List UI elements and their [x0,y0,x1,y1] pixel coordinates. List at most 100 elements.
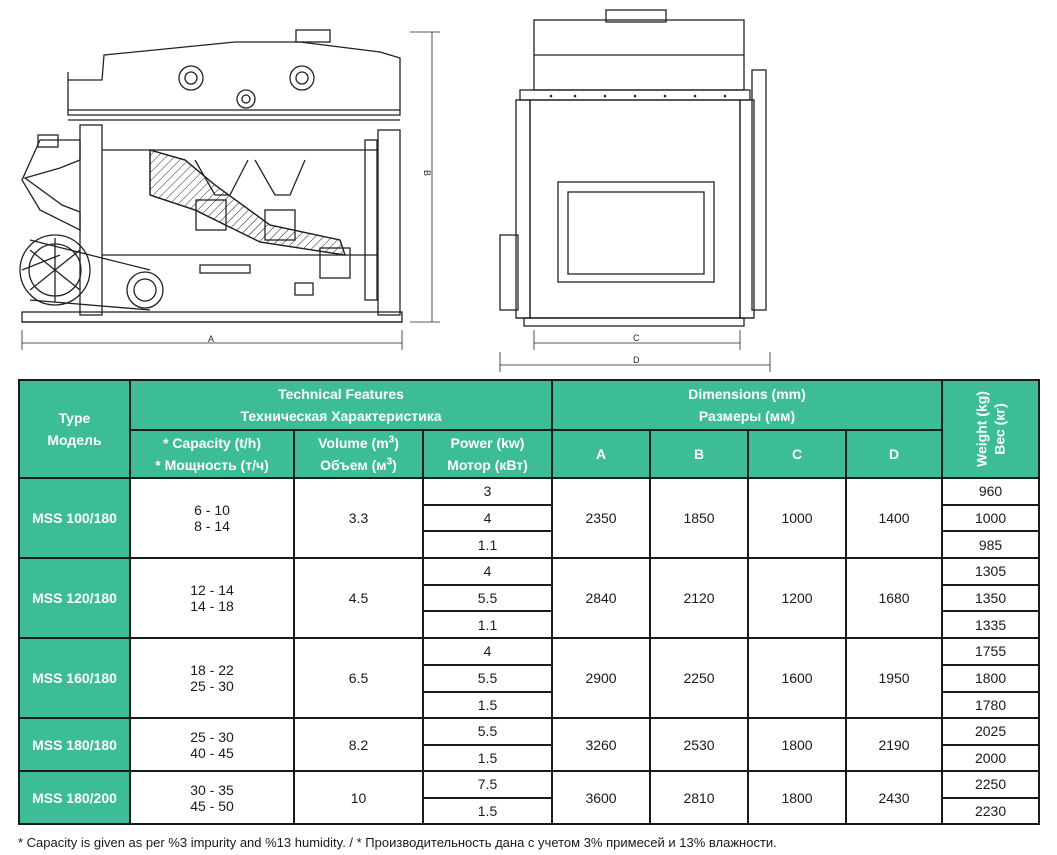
volume-cell: 3.3 [293,476,424,560]
dim-c-cell: 1800 [747,717,848,773]
type-header: Type Модель [18,379,131,479]
dim-d-cell: 2430 [845,770,944,826]
power-cell: 3 [421,477,554,506]
dim-a-cell: 2350 [551,476,652,560]
model-cell: MSS 180/180 [18,717,131,773]
capacity-value: 25 - 30 [190,678,234,695]
table-row: 4 1000 [19,503,1041,533]
weight-cell: 2230 [941,796,1041,826]
power-cell: 4 [421,637,554,666]
power-cell: 1.1 [421,610,554,640]
dim-b-cell: 1850 [649,476,750,560]
power-cell: 4 [421,557,554,586]
weight-cell: 1350 [941,583,1041,613]
weight-cell: 2025 [941,717,1041,746]
dimension-b-label: B [422,170,432,176]
capacity-value: 12 - 14 [190,582,234,599]
volume-cell: 8.2 [293,717,424,773]
dim-d-cell: 1400 [845,476,944,560]
model-cell: MSS 120/180 [18,557,131,640]
capacity-value: 45 - 50 [190,797,234,814]
technical-features-header: Technical Features Техническая Характери… [128,379,554,431]
capacity-value: 6 - 10 [194,502,230,519]
weight-cell: 1800 [941,663,1041,693]
capacity-value: 40 - 45 [190,744,234,761]
dim-c-cell: 1600 [747,637,848,720]
volume-cell: 4.5 [293,557,424,640]
table-row: 1.1 1335 [19,610,1041,640]
capacity-header: * Capacity (t/h) * Мощность (т/ч) [129,429,295,479]
machine-drawings-svg: A B C D [19,9,771,372]
table-row: 1.5 1780 [19,690,1041,720]
dimension-a-label: A [208,334,214,344]
weight-cell: 1000 [941,503,1041,533]
dim-b-cell: 2810 [649,770,750,826]
dimensions-header: Dimensions (mm) Размеры (мм) [551,379,944,431]
power-header: Power (kw) Мотор (кВт) [421,429,554,479]
capacity-value: 30 - 35 [190,781,234,798]
power-cell: 1.1 [421,530,554,560]
capacity-value: 8 - 14 [194,518,230,535]
weight-cell: 960 [941,477,1041,506]
dim-d-header: D [845,429,944,479]
volume-header: Volume (m3) Объем (м3) [293,429,424,479]
header-row-1: Type Модель Technical Features Техническ… [18,379,1041,479]
model-cell: MSS 100/180 [18,476,131,560]
dim-d-cell: 1680 [845,557,944,640]
weight-cell: 1335 [941,610,1041,640]
weight-cell: 2000 [941,743,1041,773]
technical-drawings: A B C D [0,0,1057,378]
table-row: 1.5 2000 [19,743,1041,773]
volume-cell: 10 [293,770,424,826]
weight-cell: 985 [941,530,1041,560]
dim-b-header: B [649,429,750,479]
dimension-c-label: C [633,333,640,343]
dim-c-cell: 1800 [747,770,848,826]
capacity-value: 25 - 30 [190,728,234,745]
capacity-value: 14 - 18 [190,598,234,615]
side-view-drawing [19,29,440,350]
dim-b-cell: 2250 [649,637,750,720]
dim-b-cell: 2530 [649,717,750,773]
dim-c-cell: 1200 [747,557,848,640]
table-row: 1.5 2230 [19,796,1041,826]
power-cell: 7.5 [421,770,554,799]
weight-header: Weight (kg) Вес (кг) [941,379,1041,479]
specifications-table: Type Модель Technical Features Техническ… [18,379,1041,826]
capacity-value: 18 - 22 [190,662,234,679]
weight-cell: 1305 [941,557,1041,586]
weight-cell: 1780 [941,690,1041,720]
table-row: 5.5 1800 [19,663,1041,693]
power-cell: 1.5 [421,690,554,720]
weight-cell: 2250 [941,770,1041,799]
dim-a-cell: 2840 [551,557,652,640]
model-cell: MSS 160/180 [18,637,131,720]
power-cell: 4 [421,503,554,533]
dim-a-cell: 3600 [551,770,652,826]
dim-d-cell: 2190 [845,717,944,773]
dim-b-cell: 2120 [649,557,750,640]
dim-a-cell: 3260 [551,717,652,773]
power-cell: 1.5 [421,796,554,826]
dim-c-header: C [747,429,848,479]
volume-cell: 6.5 [293,637,424,720]
dimension-d-label: D [633,355,640,365]
dim-d-cell: 1950 [845,637,944,720]
power-cell: 1.5 [421,743,554,773]
dim-c-cell: 1000 [747,476,848,560]
dim-a-header: A [551,429,652,479]
power-cell: 5.5 [421,663,554,693]
front-view-drawing [499,9,771,372]
footnote: * Capacity is given as per %3 impurity a… [18,835,777,850]
